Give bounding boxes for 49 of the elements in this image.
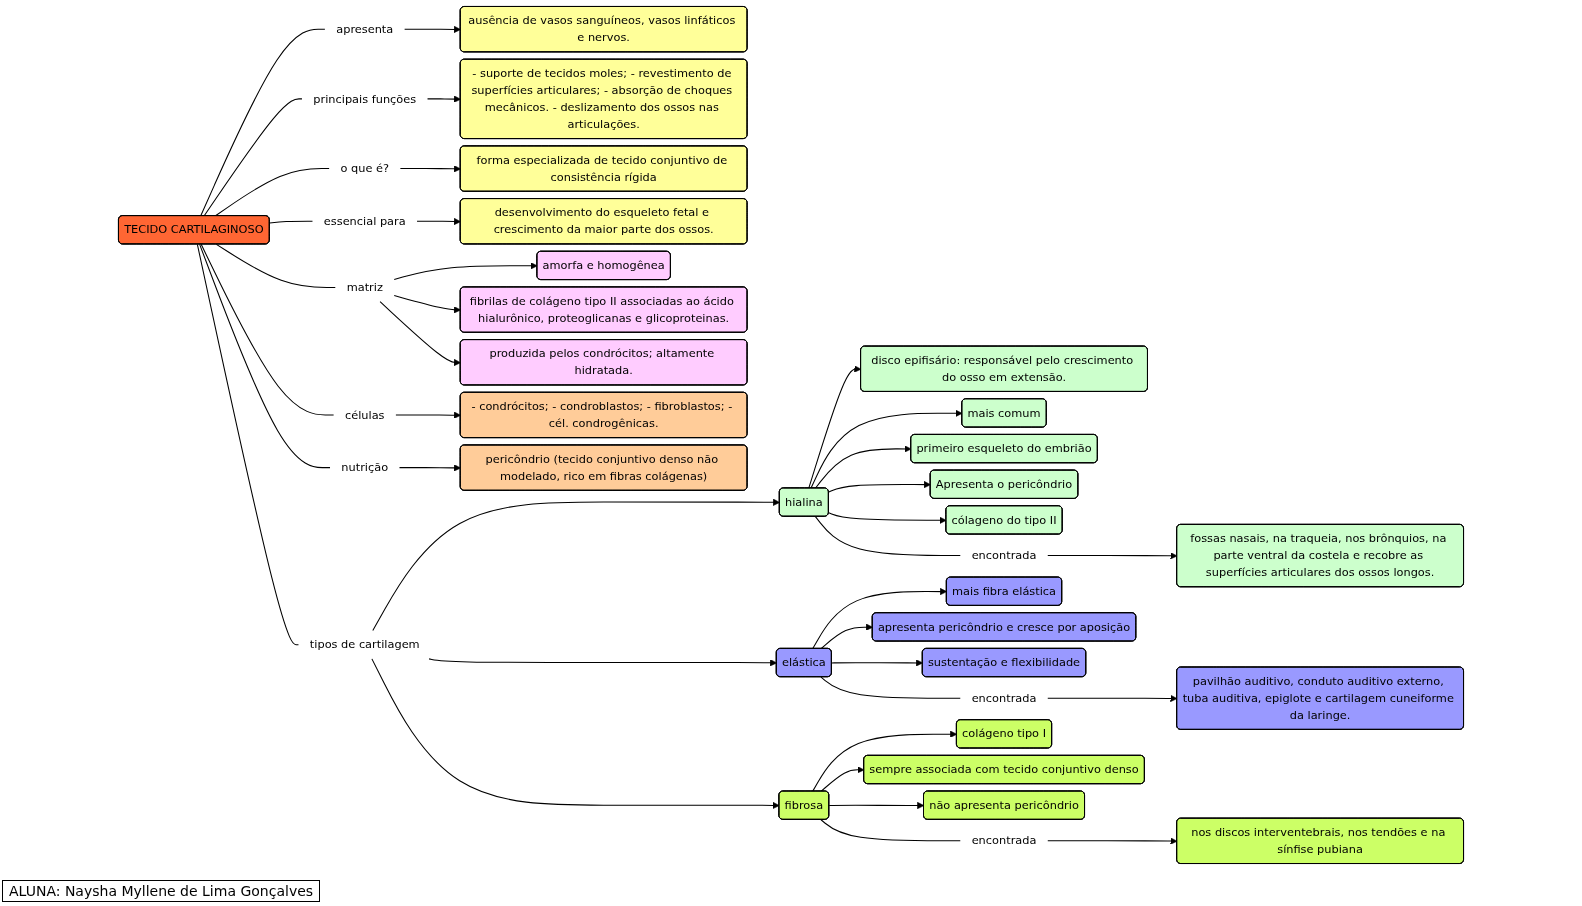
node-text: matriz — [346, 280, 383, 294]
node-text: apresenta — [336, 22, 394, 36]
arrow — [814, 445, 912, 489]
connector — [203, 98, 303, 217]
arrow — [828, 481, 931, 493]
node-text: encontrada — [971, 833, 1037, 847]
node-text: principais funções — [313, 91, 417, 105]
arrow — [810, 409, 963, 489]
arrow — [404, 25, 461, 33]
connector — [200, 243, 335, 416]
arrow — [820, 766, 865, 792]
node-text: encontrada — [971, 691, 1037, 705]
arrow — [1047, 694, 1178, 702]
arrow — [808, 365, 862, 489]
arrow — [828, 801, 925, 810]
connector — [814, 516, 961, 557]
arrow — [427, 95, 461, 103]
arrow — [428, 658, 777, 667]
node-text: células — [344, 408, 385, 422]
arrow — [812, 588, 948, 650]
arrow — [1047, 552, 1178, 560]
connector — [196, 243, 299, 646]
arrow — [395, 411, 461, 419]
arrow — [812, 730, 958, 792]
arrow — [831, 659, 923, 667]
arrow — [393, 262, 538, 280]
arrow — [399, 165, 461, 173]
arrow — [1047, 837, 1178, 845]
arrow — [393, 295, 461, 314]
connector — [820, 676, 961, 699]
arrow — [416, 217, 461, 226]
connector — [820, 819, 961, 842]
arrow — [379, 301, 461, 367]
arrow — [828, 512, 947, 524]
connector — [215, 243, 336, 289]
connector — [269, 220, 313, 224]
node-text: tipos de cartilagem — [309, 637, 420, 651]
arrow — [820, 623, 873, 650]
arrow — [371, 658, 780, 809]
connector — [199, 243, 331, 469]
node-text: essencial para — [323, 214, 406, 228]
arrow — [398, 464, 461, 472]
node-text: o que é? — [340, 161, 390, 175]
node-text: nutrição — [341, 460, 389, 474]
arrow — [372, 498, 780, 632]
node-text: encontrada — [971, 548, 1037, 562]
author-note: ALUNA: Naysha Myllene de Lima Gonçalves — [2, 880, 321, 902]
connector — [200, 28, 326, 217]
connector — [214, 168, 330, 217]
